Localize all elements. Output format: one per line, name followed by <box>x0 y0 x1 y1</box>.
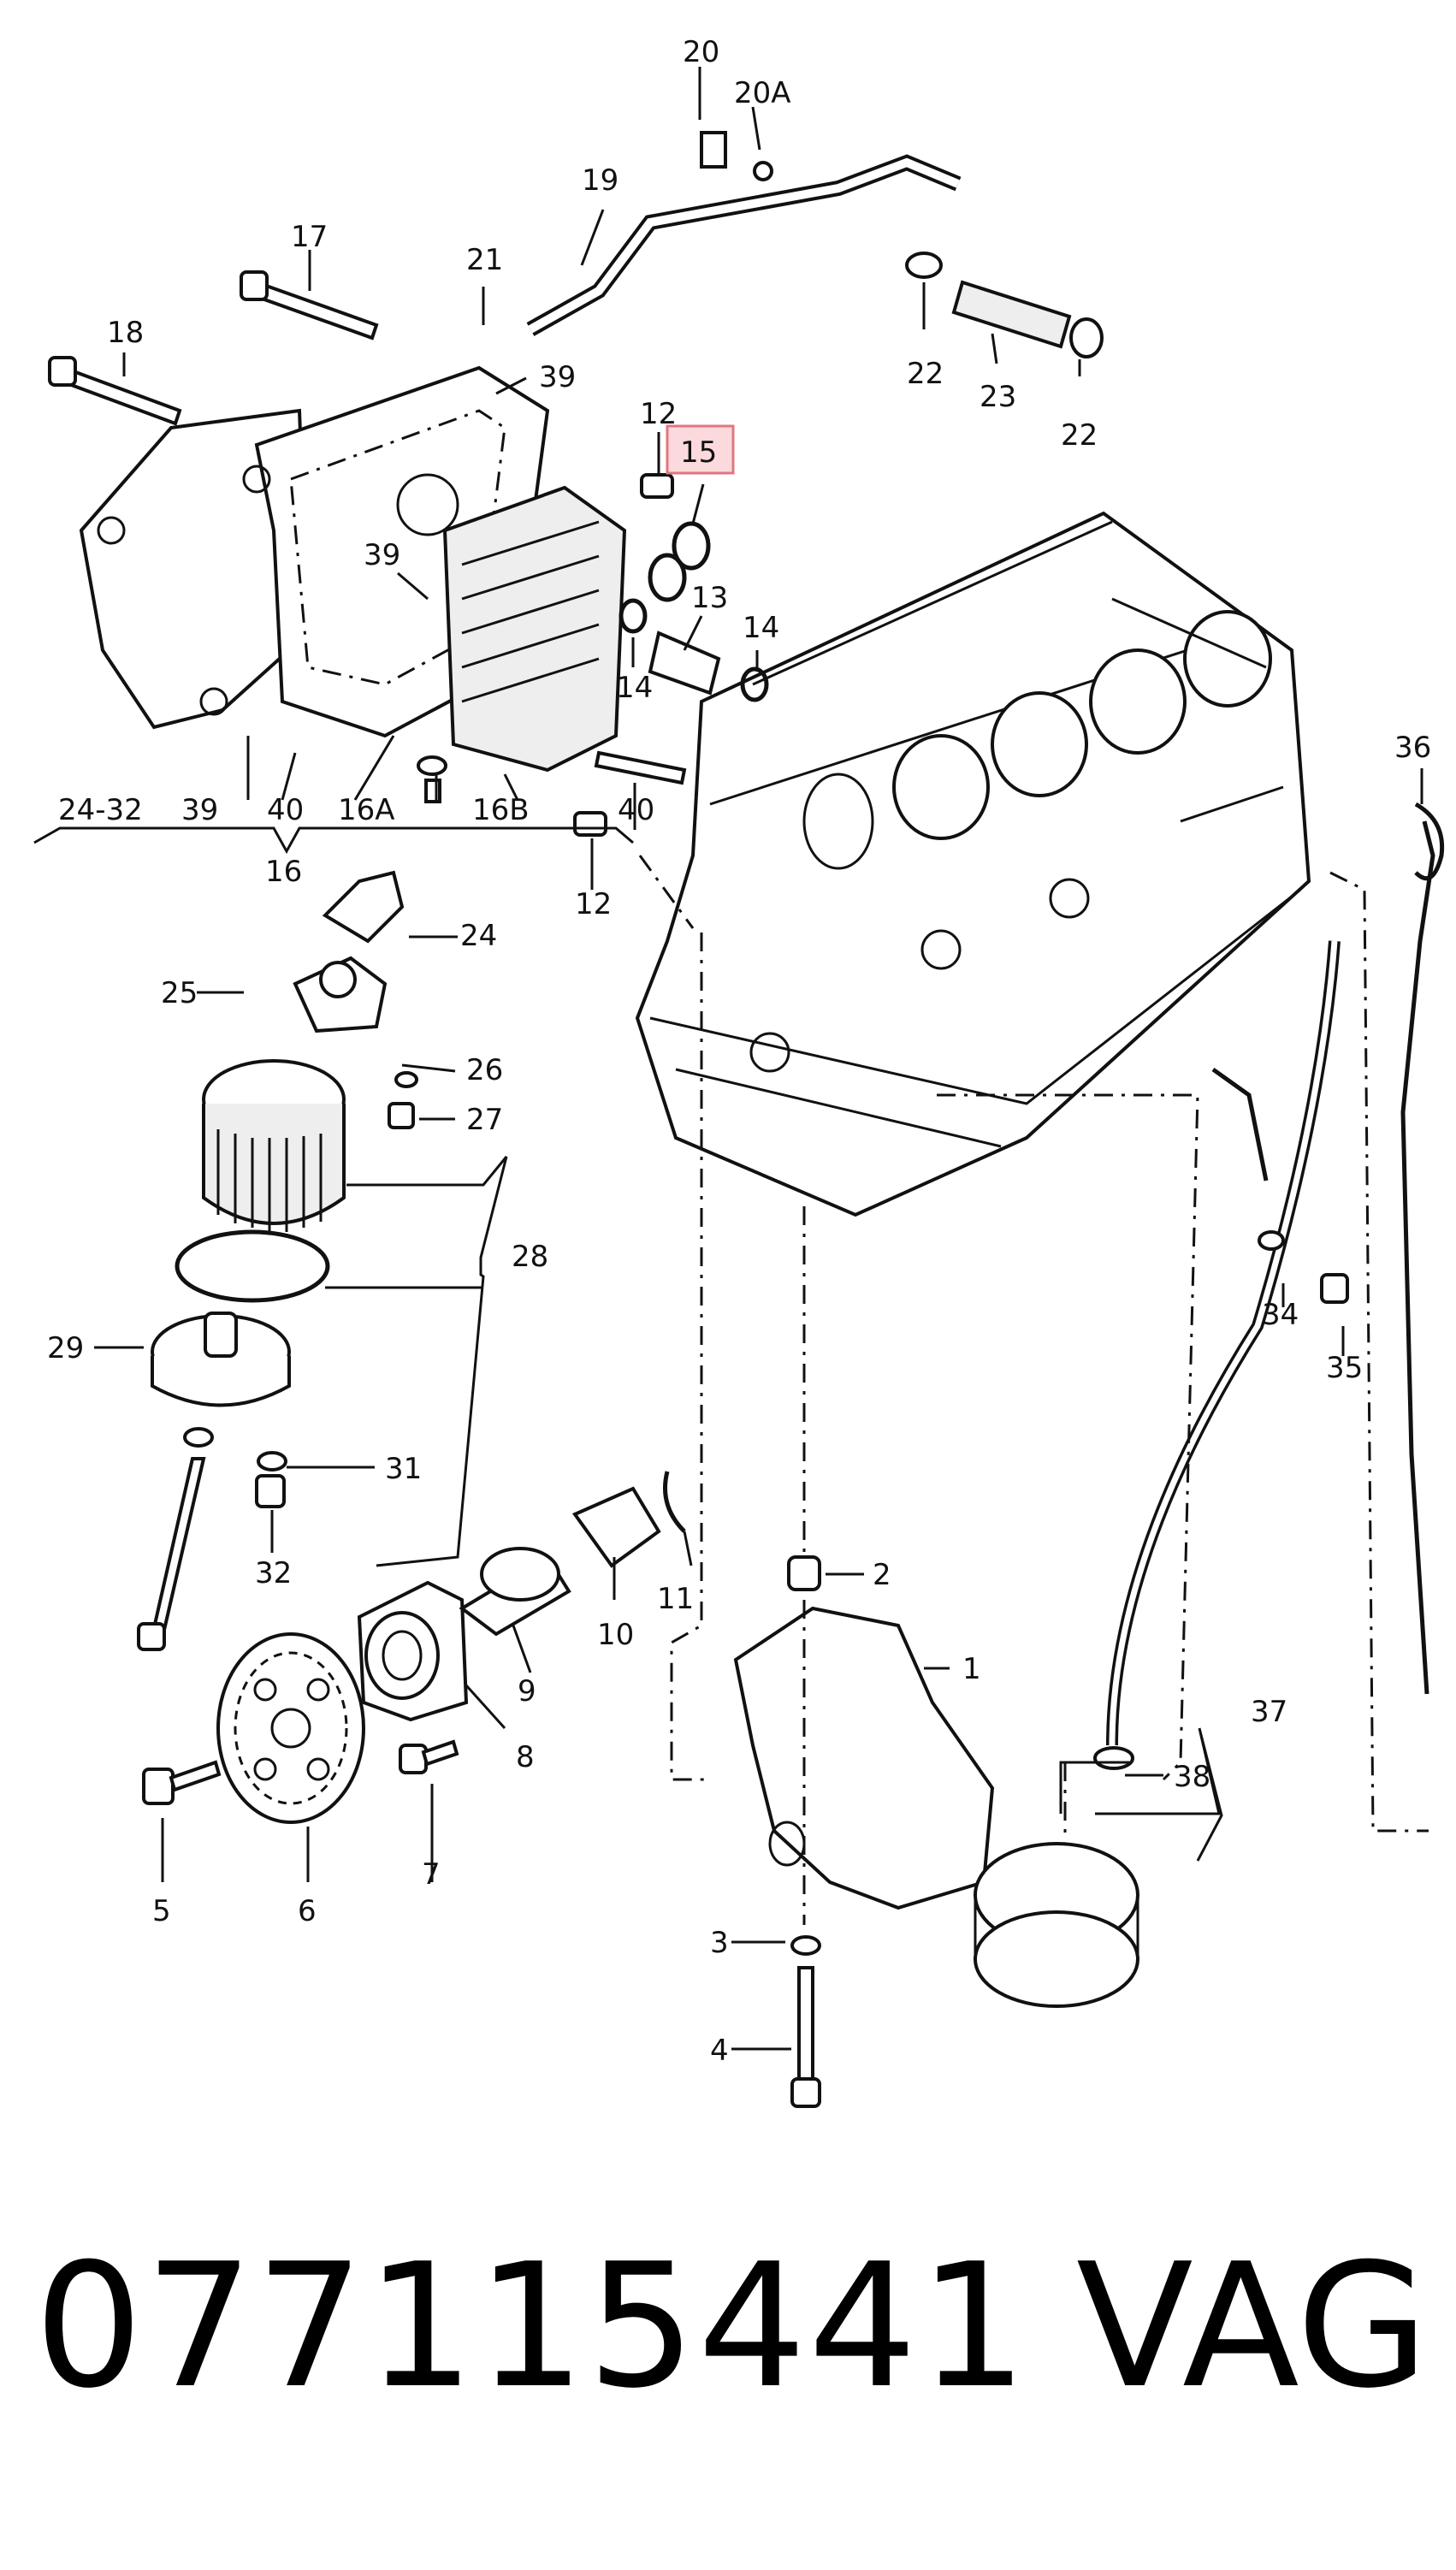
pump-drive-parts <box>357 1471 686 1722</box>
callout-38: 38 <box>1174 1760 1210 1794</box>
callout-17: 17 <box>291 220 328 254</box>
callout-16b: 16B <box>472 793 530 827</box>
callout-29: 29 <box>47 1331 84 1365</box>
hose-with-clamps <box>905 252 1104 358</box>
callout-6: 6 <box>298 1894 317 1928</box>
callout-labels: 20 20A 19 17 21 18 39 12 15 22 23 22 39 … <box>47 35 1431 2068</box>
callout-34: 34 <box>1262 1298 1299 1332</box>
callout-39-top: 39 <box>539 360 576 394</box>
callout-12-top: 12 <box>640 397 677 431</box>
oil-filter-housing-bracket <box>79 365 627 773</box>
callout-27: 27 <box>466 1103 503 1137</box>
callout-12-bottom: 12 <box>575 887 612 921</box>
callout-37: 37 <box>1251 1695 1287 1729</box>
callout-31: 31 <box>385 1452 422 1486</box>
drain-plug-and-bolt <box>137 1427 287 1651</box>
callout-15: 15 <box>680 435 717 470</box>
oil-pipe <box>526 131 962 336</box>
callout-35: 35 <box>1326 1351 1363 1385</box>
callout-11: 11 <box>657 1582 694 1616</box>
callout-1: 1 <box>962 1652 981 1686</box>
callout-20: 20 <box>683 35 719 69</box>
callout-18: 18 <box>107 316 144 350</box>
callout-32: 32 <box>255 1556 292 1590</box>
callout-24-32: 24-32 <box>58 793 143 827</box>
callout-16: 16 <box>265 855 302 889</box>
engine-block <box>635 511 1311 1217</box>
callout-16a: 16A <box>338 793 395 827</box>
callout-14-right: 14 <box>743 611 779 645</box>
highlight-box <box>666 424 735 475</box>
part-number: 077115441 <box>34 2227 1030 2426</box>
callout-28: 28 <box>512 1240 548 1274</box>
callout-22-left: 22 <box>907 357 944 391</box>
callout-39-mid: 39 <box>364 538 400 572</box>
caption: 077115441 VAG <box>26 2224 1437 2447</box>
oil-pump <box>733 1555 1139 2108</box>
callout-2: 2 <box>873 1558 891 1592</box>
callout-14-left: 14 <box>616 671 653 705</box>
callout-4: 4 <box>710 2034 729 2068</box>
callout-24: 24 <box>460 919 497 953</box>
callout-13: 13 <box>691 581 728 615</box>
callout-20a: 20A <box>734 76 791 110</box>
callout-23: 23 <box>980 380 1016 414</box>
callout-22-right: 22 <box>1061 418 1098 453</box>
brand-name: VAG <box>1076 2227 1429 2426</box>
callout-21: 21 <box>466 243 503 277</box>
small-seals <box>417 473 769 837</box>
callout-19: 19 <box>582 163 619 198</box>
callout-9: 9 <box>518 1674 536 1708</box>
callout-26: 26 <box>466 1053 503 1087</box>
callout-40-right: 40 <box>618 793 654 827</box>
callout-5: 5 <box>152 1894 171 1928</box>
callout-7: 7 <box>422 1857 441 1892</box>
chain-sprocket <box>142 1632 459 1824</box>
exploded-parts-diagram: 20 20A 19 17 21 18 39 12 15 22 23 22 39 … <box>33 35 1445 2108</box>
callout-36: 36 <box>1394 731 1431 765</box>
leader-lines <box>33 67 1429 2051</box>
oil-filter-assembly <box>151 870 418 1407</box>
callout-10: 10 <box>597 1618 634 1652</box>
callout-25: 25 <box>161 976 198 1010</box>
bolts-upper <box>48 270 687 785</box>
dipstick-and-guide-tube <box>1093 802 1445 1770</box>
callout-40-left: 40 <box>267 793 304 827</box>
callout-3: 3 <box>710 1926 729 1960</box>
callout-8: 8 <box>516 1740 535 1774</box>
callout-39-bottom: 39 <box>181 793 218 827</box>
